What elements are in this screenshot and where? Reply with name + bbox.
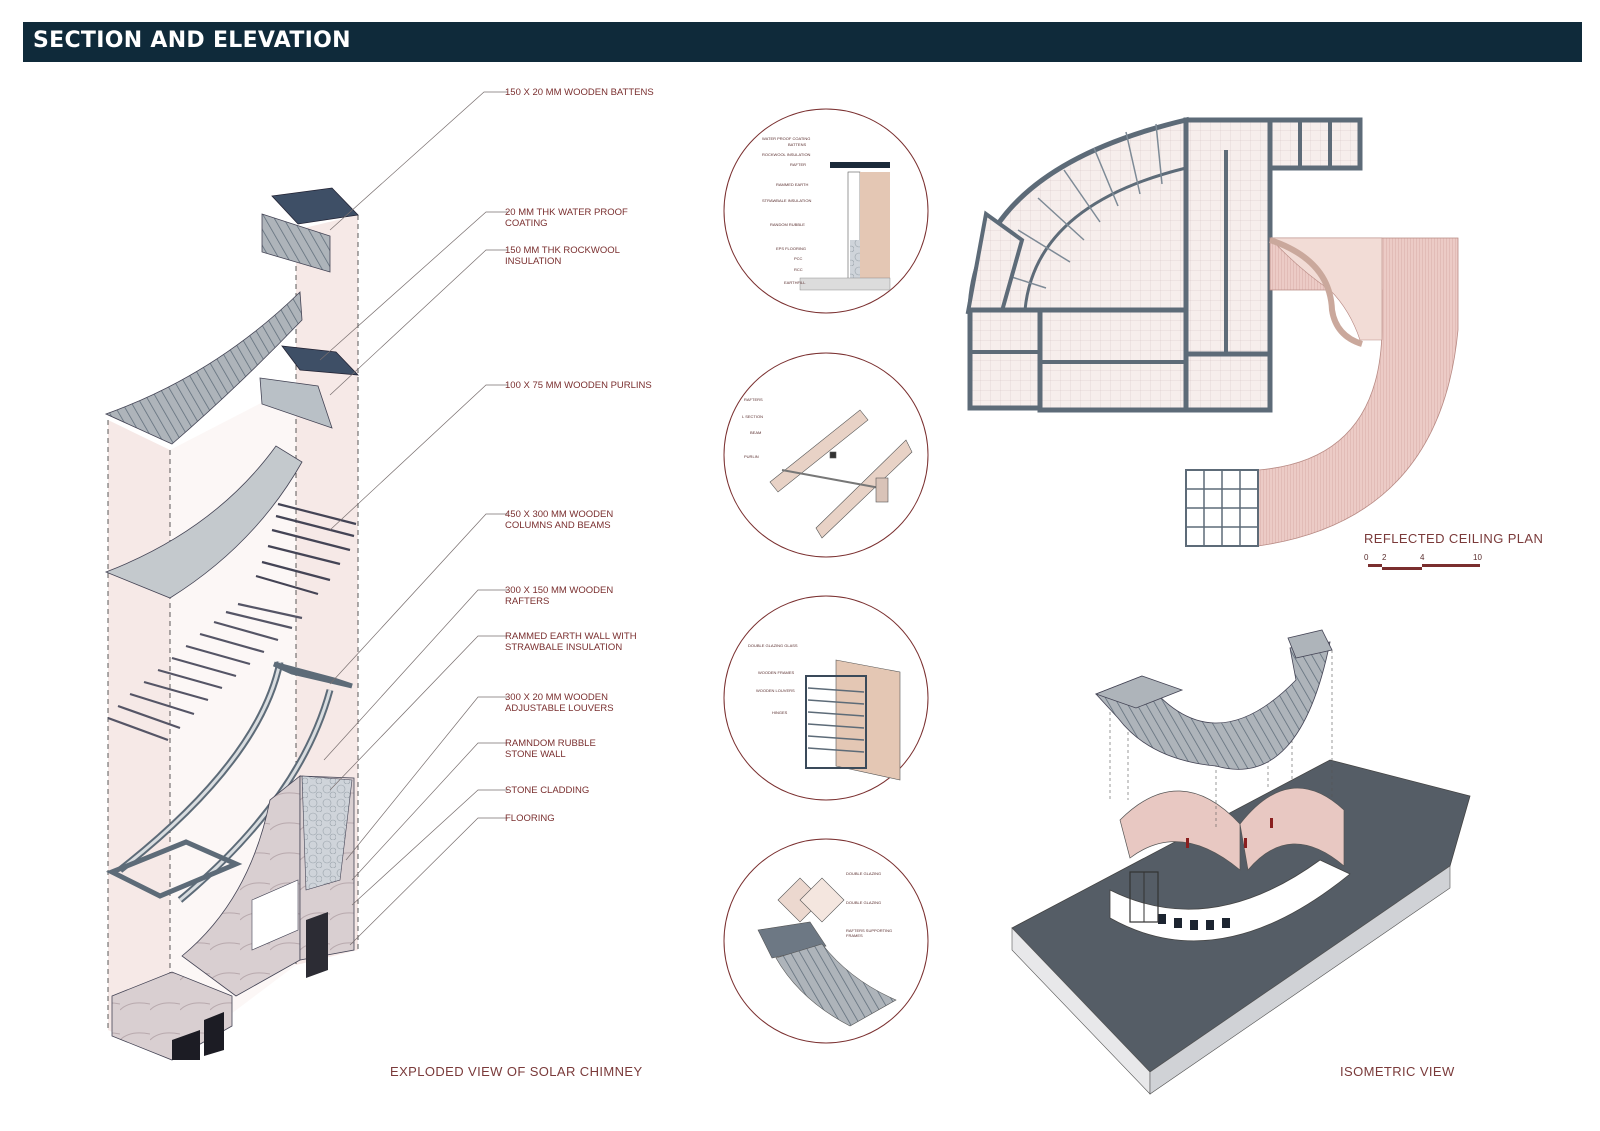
leader-lines [319,91,508,946]
detail1-label: EARTHFILL [784,280,806,285]
exploded-view-caption: EXPLODED VIEW OF SOLAR CHIMNEY [390,1064,643,1079]
detail-rafter-beam [769,409,913,539]
detail1-label: EPS FLOORING [776,246,807,251]
layer-label-purlins: 100 X 75 MM WOODEN PURLINS [505,380,652,391]
detail1-label: STRAWBALE INSULATION [762,198,812,203]
layer-label-waterproof: 20 MM THK WATER PROOF COATING [505,207,628,229]
detail1-label: RAFTER [790,162,806,167]
detail1-label: BATTENS [788,142,807,147]
detail-louver-window [805,659,901,781]
detail1-label: WATER PROOF COATING [762,136,811,141]
layer-label-rubble-wall: RAMNDOM RUBBLE STONE WALL [505,738,596,760]
layer-label-battens: 150 X 20 MM WOODEN BATTENS [505,87,654,98]
layer-label-rockwool: 150 MM THK ROCKWOOL INSULATION [505,245,620,267]
layer-label-rafters: 300 X 150 MM WOODEN RAFTERS [505,585,614,607]
reflected-ceiling-plan [965,116,1459,547]
page-title: SECTION AND ELEVATION [33,28,351,53]
detail4-label: DOUBLE GLAZING [846,900,882,905]
scale-bar [1368,564,1480,570]
layer-label-flooring: FLOORING [505,813,555,824]
isometric-view [1011,629,1471,1095]
detail2-label: RAFTERS [744,397,763,402]
detail4-label: RAFTERS SUPPORTING FRAMES [846,928,893,938]
scale-tick: 0 [1364,553,1369,562]
scale-tick: 2 [1382,553,1387,562]
detail1-label: RAMMED EARTH [776,182,809,187]
detail2-label: L SECTION [742,414,763,419]
ceiling-plan-caption: REFLECTED CEILING PLAN [1364,531,1544,546]
detail3-label: HINGES [772,710,788,715]
layer-label-stone-cladding: STONE CLADDING [505,785,590,796]
layer-label-rammed-earth: RAMMED EARTH WALL WITH STRAWBALE INSULAT… [505,631,637,653]
detail2-label: PURLIN [744,454,759,459]
scale-tick: 4 [1420,553,1425,562]
detail1-label: ROCKWOOL INSULATION [762,152,811,157]
isometric-view-caption: ISOMETRIC VIEW [1340,1064,1455,1079]
layer-label-columns-beams: 450 X 300 MM WOODEN COLUMNS AND BEAMS [505,509,614,531]
detail1-label: PCC [794,256,803,261]
detail4-label: DOUBLE GLAZING [846,871,882,876]
detail2-label: BEAM [750,430,762,435]
detail3-label: WOODEN LOUVERS [756,688,795,693]
layer-label-louvers: 300 X 20 MM WOODEN ADJUSTABLE LOUVERS [505,692,614,714]
detail3-label: DOUBLE GLAZING GLASS [748,643,798,648]
exploded-solar-chimney [104,187,360,1061]
detail1-label: RCC [794,267,803,272]
scale-tick: 10 [1473,553,1482,562]
detail-roof-wall-section [799,162,891,291]
detail3-label: WOODEN FRAMES [758,670,795,675]
detail1-label: RANDOM RUBBLE [770,222,805,227]
detail-glazing-frames [757,877,897,1027]
header-bar: SECTION AND ELEVATION [23,22,1582,62]
